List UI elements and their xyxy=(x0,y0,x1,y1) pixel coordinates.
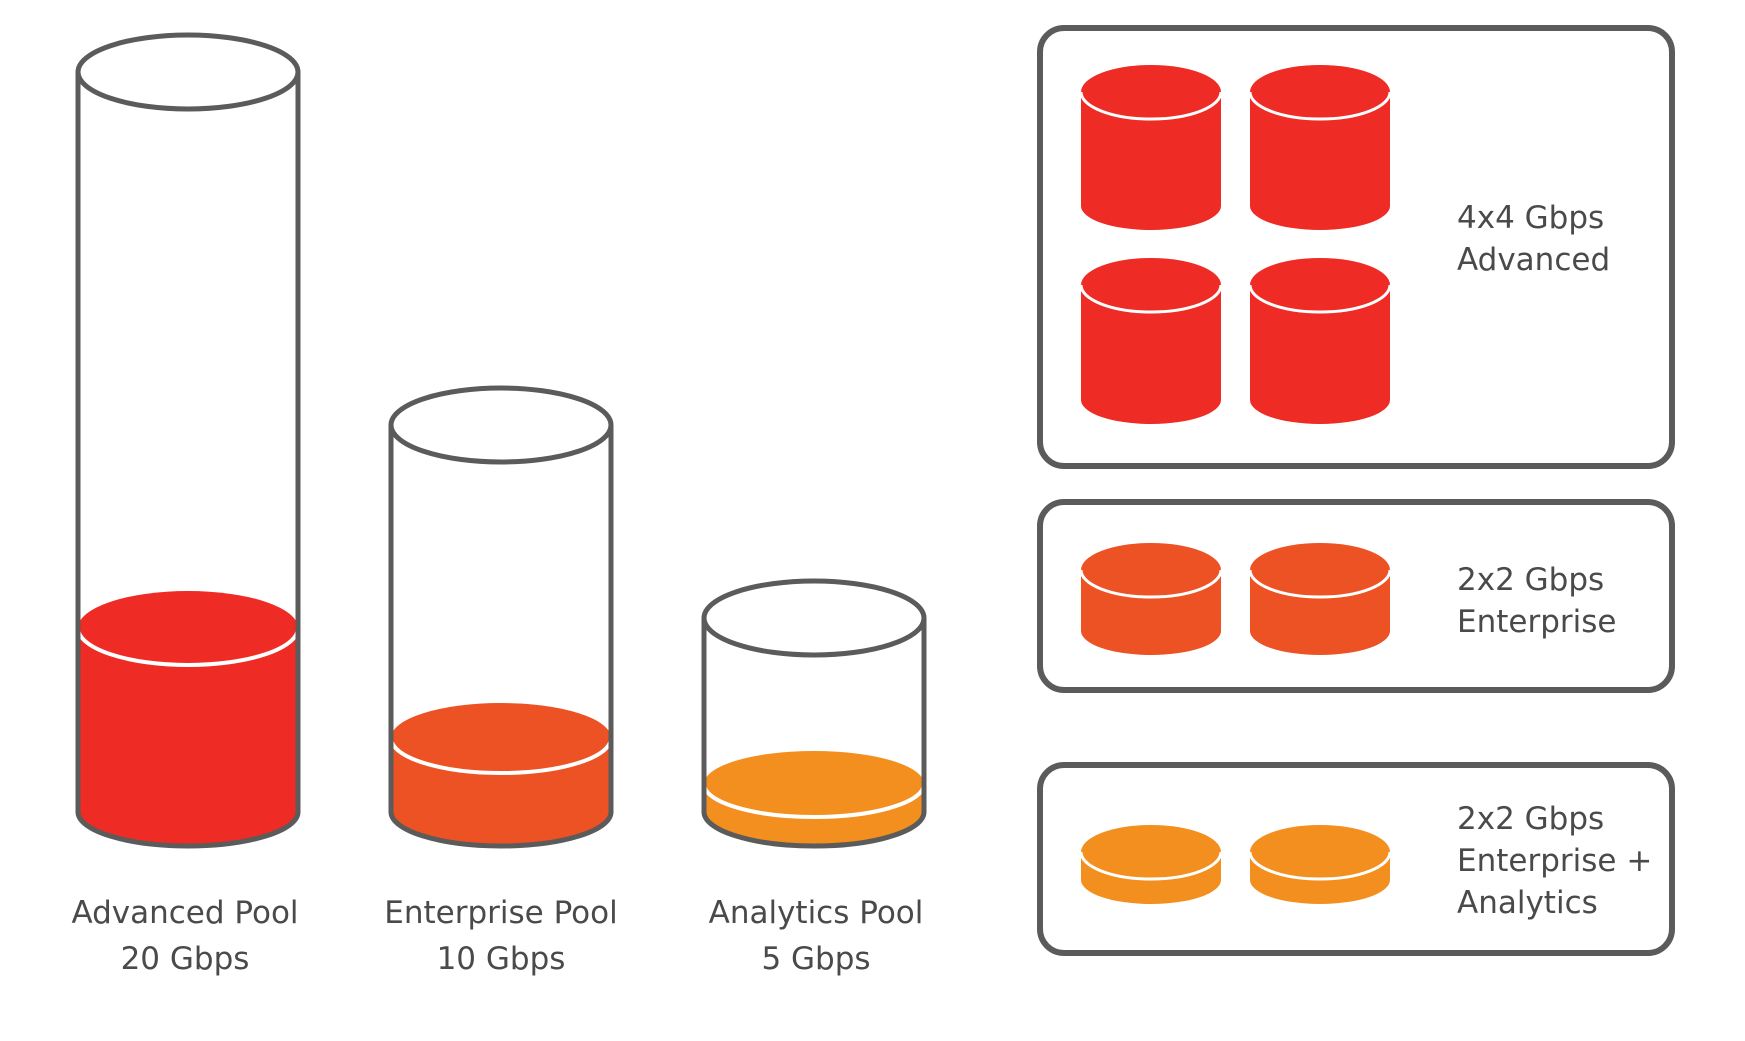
allocation-panels: 4x4 Gbps Advanced 2x2 Gbps Enterprise xyxy=(1037,25,1675,956)
analytics-pool-liquid-surface xyxy=(704,751,924,817)
enterprise-pool-outline xyxy=(388,425,614,849)
enterprise-pool-liquid-rim xyxy=(389,737,613,775)
advanced-pool-capacity: 20 Gbps xyxy=(121,941,250,977)
allocation-advanced-line-1: 4x4 Gbps xyxy=(1457,200,1604,236)
allocation-panel-analytics-frame xyxy=(1037,762,1675,956)
advanced-pool-outline xyxy=(75,72,301,849)
advanced-pool-liquid-rim xyxy=(76,627,300,667)
advanced-pool-top-rim xyxy=(75,32,301,112)
allocation-panel-enterprise: 2x2 Gbps Enterprise xyxy=(1037,499,1675,693)
enterprise-pool-top-rim xyxy=(388,385,614,465)
analytics-disk xyxy=(1248,825,1392,904)
advanced-pool-cylinder xyxy=(75,32,301,849)
advanced-disk xyxy=(1079,258,1223,424)
advanced-disk xyxy=(1248,258,1392,424)
advanced-pool-liquid xyxy=(78,628,298,846)
analytics-disk xyxy=(1079,825,1223,904)
enterprise-disk xyxy=(1248,543,1392,655)
advanced-disk xyxy=(1248,65,1392,230)
allocation-panel-advanced: 4x4 Gbps Advanced xyxy=(1037,25,1675,469)
analytics-pool-top-rim xyxy=(701,578,927,658)
advanced-pool-name: Advanced Pool xyxy=(71,895,298,931)
analytics-pool-cylinder xyxy=(701,578,927,849)
allocation-advanced-line-2: Advanced xyxy=(1457,242,1610,278)
advanced-disk xyxy=(1079,65,1223,230)
enterprise-disk xyxy=(1079,543,1223,655)
analytics-pool-outline xyxy=(701,618,927,849)
analytics-pool-name: Analytics Pool xyxy=(709,895,924,931)
allocation-panel-enterprise-frame xyxy=(1037,499,1675,693)
analytics-pool-liquid-rim xyxy=(702,783,926,819)
advanced-pool-liquid-surface xyxy=(78,591,298,665)
enterprise-pool-cylinder xyxy=(388,385,614,849)
enterprise-pool-liquid-surface xyxy=(391,703,611,773)
allocation-analytics-line-1: 2x2 Gbps xyxy=(1457,801,1604,837)
allocation-enterprise-line-1: 2x2 Gbps xyxy=(1457,562,1604,598)
enterprise-pool-name: Enterprise Pool xyxy=(384,895,617,931)
allocation-panel-advanced-frame xyxy=(1037,25,1675,469)
allocation-enterprise-line-2: Enterprise xyxy=(1457,604,1616,640)
allocation-analytics-line-2: Enterprise + xyxy=(1457,843,1652,879)
allocation-panel-analytics: 2x2 Gbps Enterprise + Analytics xyxy=(1037,762,1675,956)
enterprise-pool-capacity: 10 Gbps xyxy=(437,941,566,977)
pool-cylinders: Advanced Pool 20 Gbps Enterprise Pool 10… xyxy=(71,32,927,977)
allocation-analytics-line-3: Analytics xyxy=(1457,885,1598,921)
analytics-pool-capacity: 5 Gbps xyxy=(761,941,870,977)
